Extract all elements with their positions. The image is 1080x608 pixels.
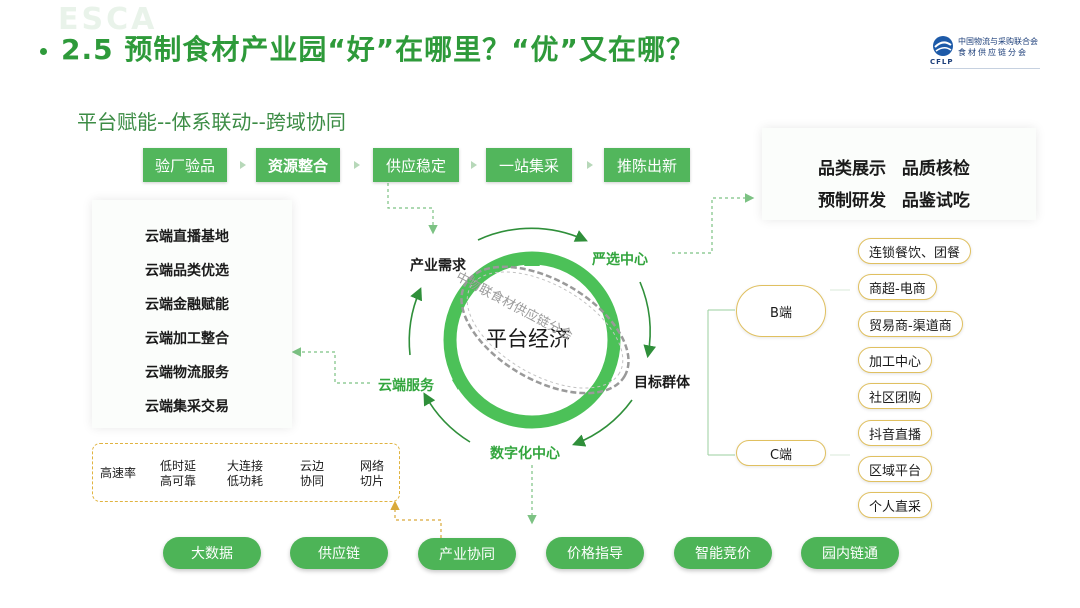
logo-divider [930,68,1040,69]
target-tag: 商超-电商 [858,274,937,300]
left-item: 云端物流服务 [145,365,229,381]
step-arrow-icon [587,161,593,169]
logo-line1: 中国物流与采购联合会 [958,37,1038,46]
left-item: 云端集采交易 [145,399,229,415]
step-arrow-icon [240,161,246,169]
feature-row-1: 品类展示 品质核检 [818,159,970,179]
step-resource-integration: 资源整合 [256,148,340,182]
right-feature-box [762,128,1036,220]
cycle-center-label: 平台经济 [486,327,570,351]
target-tag: 连锁餐饮、团餐 [858,238,972,264]
left-item: 云端品类优选 [145,263,229,279]
logo-line2: 食材供应链分会 [958,48,1028,57]
node-industry-demand: 产业需求 [410,258,466,274]
network-features-box [92,443,400,502]
pill-big-data: 大数据 [163,537,261,569]
org-logo: 中国物流与采购联合会 食材供应链分会 CFLP [930,34,1040,70]
target-tag: 社区团购 [858,383,933,409]
node-digital-center: 数字化中心 [490,446,560,462]
left-panel-cloud-services [92,200,292,428]
target-tag: 加工中心 [858,347,933,373]
target-tag: 区域平台 [858,456,933,482]
page-title-text: 2.5 预制食材产业园“好”在哪里？“优”又在哪？ [61,33,695,66]
target-tag: 贸易商-渠道商 [858,311,963,337]
pill-smart-bidding: 智能竞价 [674,537,772,569]
network-feature: 云边协同 [300,459,325,488]
segment-b: B端 [736,285,826,337]
node-cloud-service: 云端服务 [378,378,434,394]
pill-park-chain: 园内链通 [801,537,899,569]
left-item: 云端直播基地 [145,229,229,245]
page-title: 2.5 预制食材产业园“好”在哪里？“优”又在哪？ [40,28,695,68]
pill-supply-chain: 供应链 [290,537,388,569]
target-tag: 个人直采 [858,492,933,518]
network-feature: 网络切片 [360,459,385,488]
step-stable-supply: 供应稳定 [373,148,459,182]
step-one-stop-procurement: 一站集采 [486,148,572,182]
bullet-dot-icon [40,47,47,55]
step-arrow-icon [471,161,477,169]
step-factory-inspection: 验厂验品 [143,148,227,182]
globe-logo-icon [933,36,953,56]
network-feature: 大连接低功耗 [227,459,264,488]
subtitle: 平台赋能--体系联动--跨域协同 [77,110,346,134]
node-target-groups: 目标群体 [634,375,690,391]
segment-c: C端 [736,440,826,466]
feature-row-2: 预制研发 品鉴试吃 [818,191,970,211]
step-arrow-icon [354,161,360,169]
logo-abbr: CFLP [930,58,954,66]
step-innovation: 推陈出新 [604,148,690,182]
left-item: 云端金融赋能 [145,297,229,313]
left-item: 云端加工整合 [145,331,229,347]
pill-price-guidance: 价格指导 [546,537,644,569]
pill-industry-synergy: 产业协同 [418,538,516,570]
network-feature: 低时延高可靠 [160,459,197,488]
target-tag: 抖音直播 [858,420,933,446]
network-feature: 高速率 [100,466,137,480]
node-selection-center: 严选中心 [592,252,648,268]
watermark-esca: ESCA [58,2,158,37]
